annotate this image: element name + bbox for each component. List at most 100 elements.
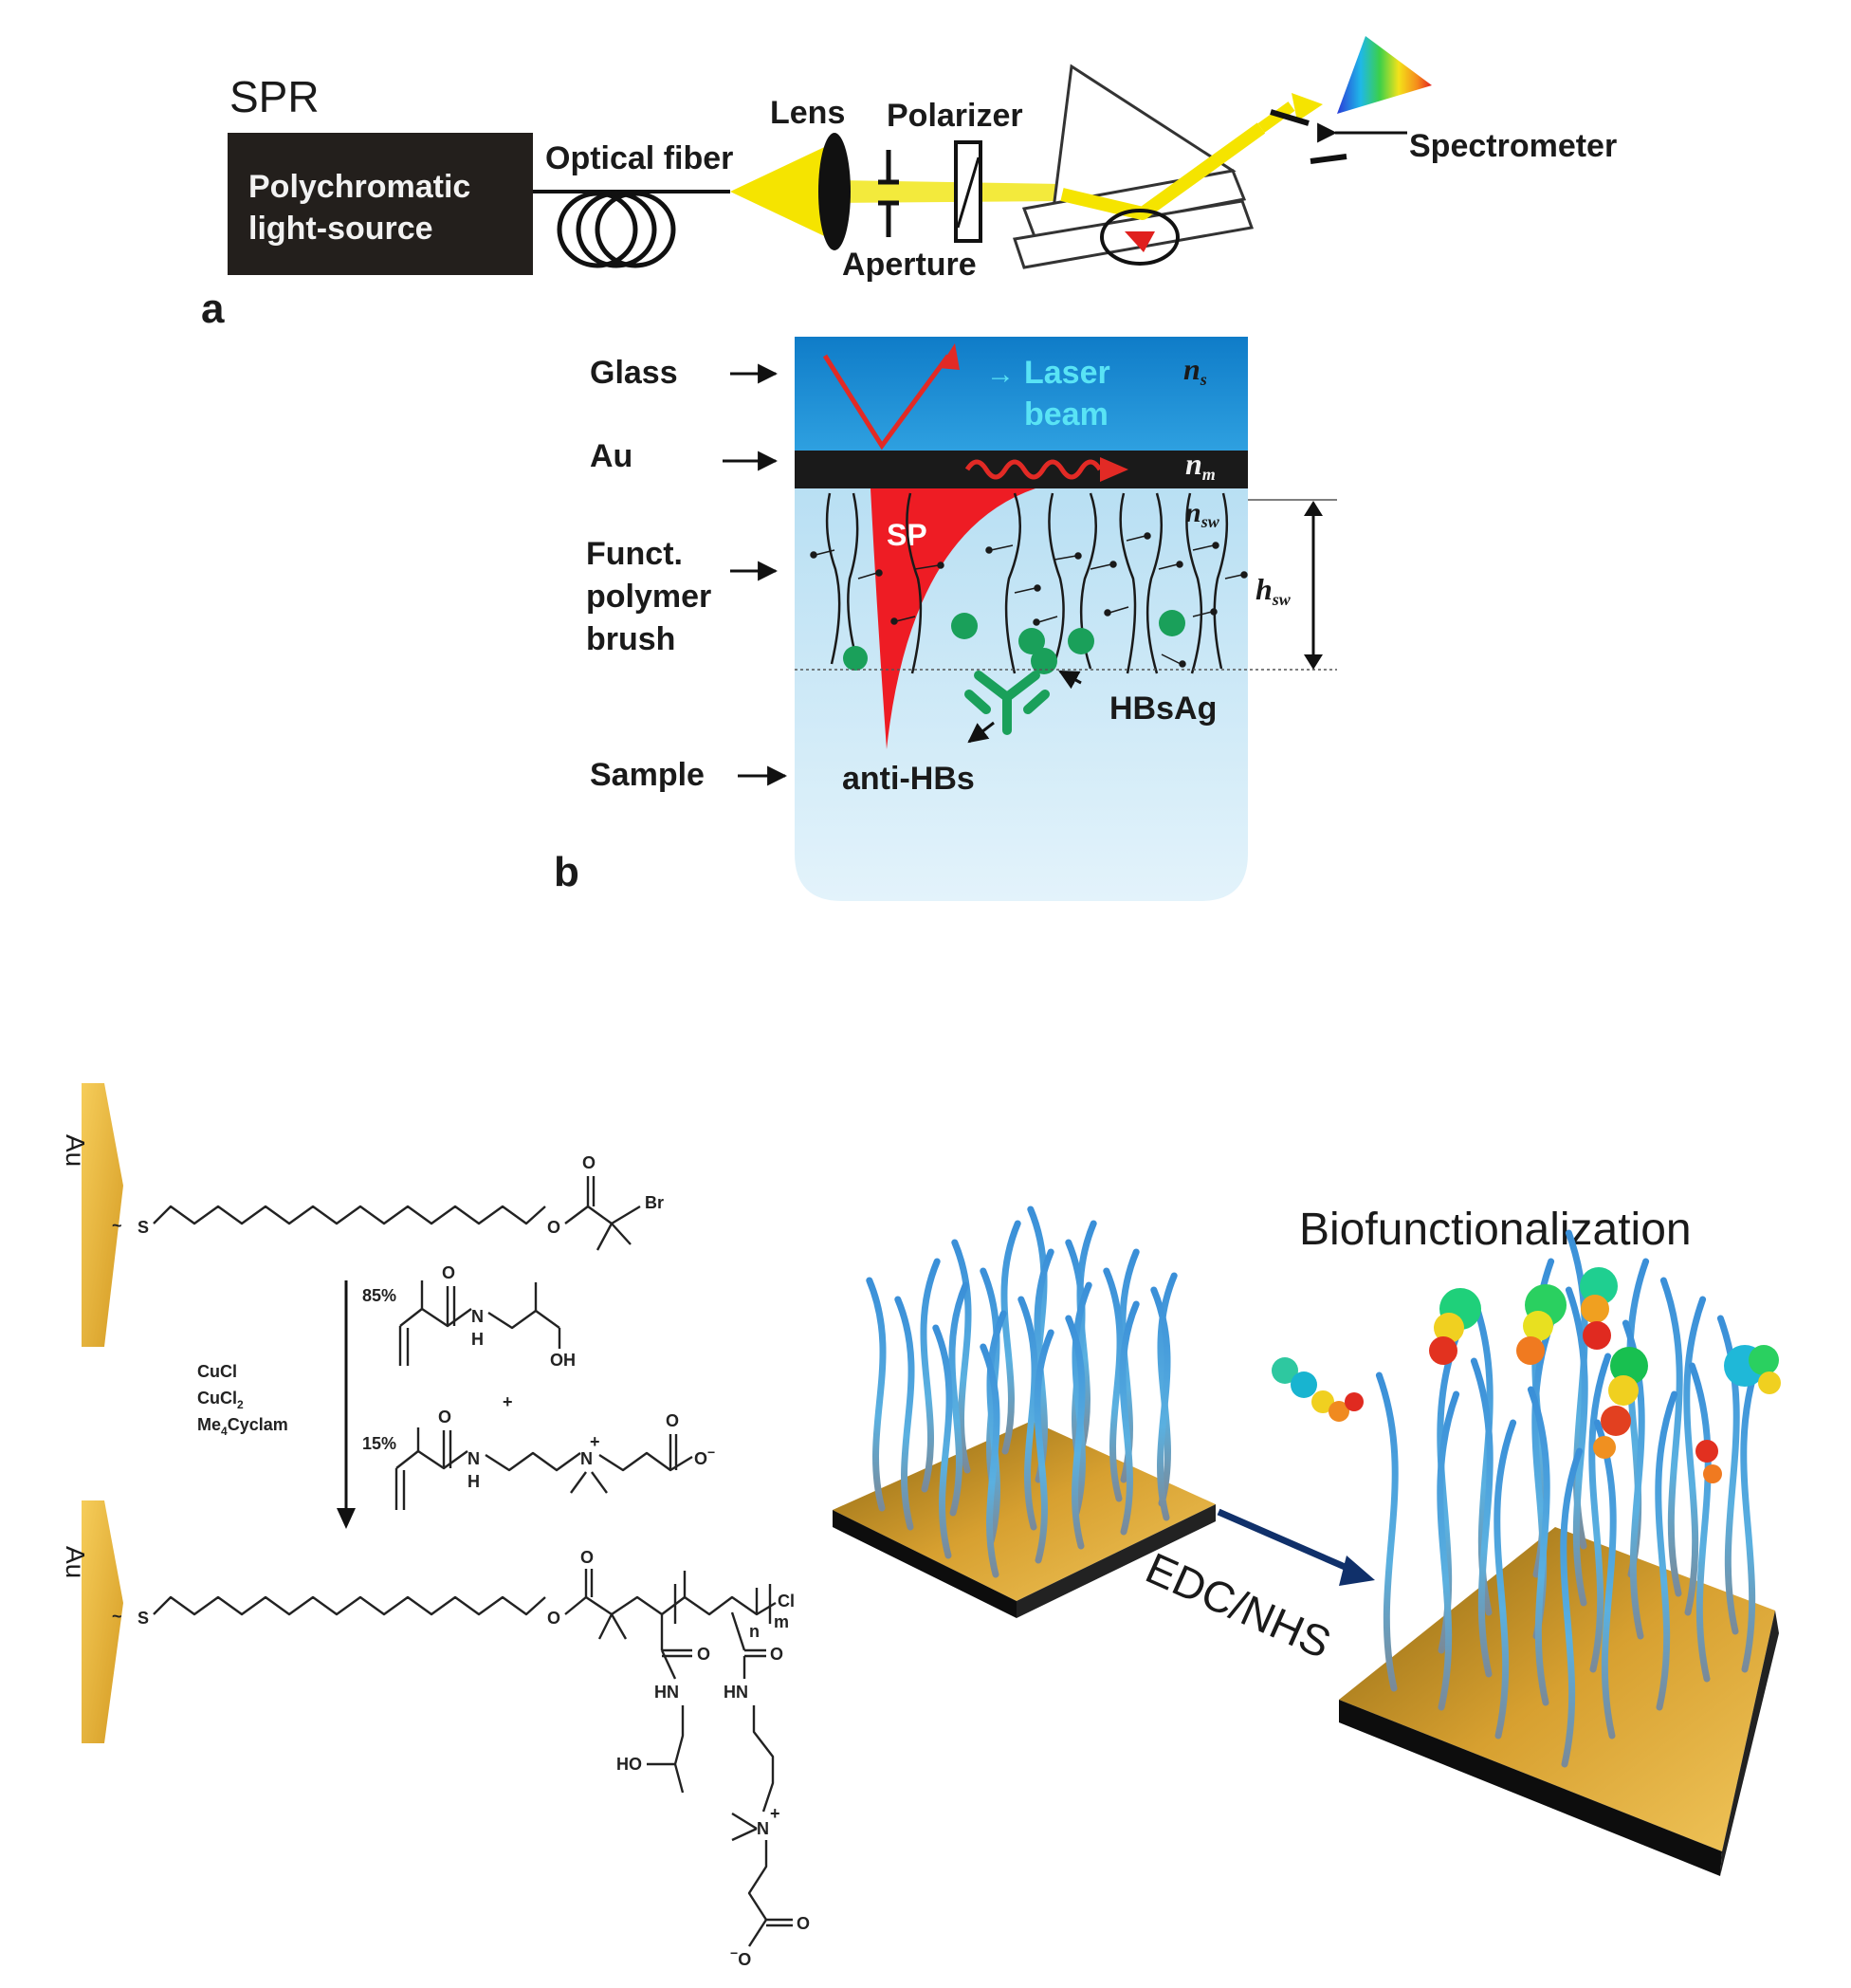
- laser-beam-label-1: Laser: [1024, 355, 1110, 391]
- svg-text:m: m: [774, 1612, 789, 1631]
- light-source-label-line2: light-source: [248, 211, 433, 247]
- biofunctionalization-label: Biofunctionalization: [1299, 1205, 1692, 1255]
- polymer-strand: [1437, 1390, 1460, 1711]
- light-source-label-line1: Polychromatic: [248, 169, 470, 205]
- mirror-2: [1310, 154, 1347, 164]
- svg-text:+: +: [590, 1432, 600, 1451]
- hbsag-particles: [843, 610, 1185, 674]
- svg-text:HO: HO: [616, 1755, 642, 1774]
- polymer-strand: [866, 1277, 887, 1512]
- edc-nhs-label: EDC/NHS: [1139, 1543, 1338, 1668]
- spectrometer-label: Spectrometer: [1409, 128, 1617, 164]
- alkyl-chain-bottom: [153, 1595, 546, 1616]
- brush-strands-right: [1375, 1229, 1764, 1768]
- brush-render-after: [1339, 1229, 1781, 1876]
- panel-b-interface: Laser beam → ns nm SP: [554, 337, 1337, 901]
- spectrometer-icon: [1337, 36, 1432, 114]
- antibody-icon: [964, 671, 1050, 735]
- h-sw-label: hsw: [1255, 572, 1292, 609]
- svg-text:n: n: [749, 1622, 760, 1641]
- catalyst-1: CuCl: [197, 1362, 237, 1381]
- spr-title: SPR: [229, 72, 320, 121]
- svg-text:Cl: Cl: [778, 1592, 795, 1611]
- sp-wave: [964, 459, 1103, 480]
- prism-icon: [1013, 64, 1266, 269]
- laser-path: [822, 354, 951, 451]
- alkyl-chain-top: [153, 1205, 546, 1225]
- svg-text:−O: −O: [730, 1945, 751, 1969]
- fiber-coil-icon: [557, 191, 676, 268]
- brush-label-2: polymer: [586, 579, 711, 615]
- svg-text:~: ~: [112, 1607, 122, 1626]
- polymer-strand: [1593, 1419, 1617, 1740]
- svg-text:HN: HN: [724, 1683, 748, 1702]
- polymer-strand: [1150, 1286, 1171, 1521]
- o-atom-bottom: O: [547, 1609, 560, 1628]
- polymer-strand: [1683, 1296, 1707, 1616]
- polymer-strand: [1565, 1286, 1588, 1607]
- o-atom-top: O: [547, 1218, 560, 1237]
- svg-text:H: H: [467, 1472, 480, 1491]
- svg-text:N: N: [471, 1307, 484, 1326]
- s-atom-top: S: [137, 1218, 149, 1237]
- laser-beam-label-2: beam: [1024, 396, 1109, 433]
- svg-text:O: O: [797, 1914, 810, 1933]
- polymer-strand: [1470, 1357, 1494, 1678]
- svg-text:O: O: [442, 1263, 455, 1282]
- svg-text:O: O: [666, 1411, 679, 1430]
- au-slab-bottom: [82, 1500, 123, 1743]
- panel-a-label: a: [201, 285, 225, 332]
- au-slab-top-label: Au: [61, 1134, 90, 1167]
- svg-text:N: N: [757, 1819, 769, 1838]
- n-sw-label: nsw: [1185, 497, 1220, 531]
- svg-text:→: →: [986, 359, 1015, 390]
- lens-icon: [818, 133, 851, 250]
- svg-text:~: ~: [112, 1216, 122, 1235]
- s-atom-bottom: S: [137, 1609, 149, 1628]
- svg-text:O: O: [438, 1408, 451, 1427]
- brush-render-before: [833, 1206, 1216, 1618]
- monomer-hpma: O N H OH: [398, 1263, 576, 1370]
- polymer-strand: [1659, 1277, 1683, 1597]
- polymer-strand: [980, 1343, 1000, 1578]
- au-label: Au: [590, 438, 632, 474]
- anti-hbs-label: anti-HBs: [842, 761, 975, 797]
- polymer-strand: [932, 1324, 953, 1559]
- brush-strands-left: [866, 1206, 1178, 1578]
- svg-text:HN: HN: [654, 1683, 679, 1702]
- plus-sign: +: [503, 1392, 513, 1411]
- brush-label-3: brush: [586, 621, 675, 657]
- mirror-1: [1270, 109, 1310, 126]
- aperture-icon: [878, 150, 899, 237]
- au-slab-bottom-label: Au: [61, 1546, 90, 1578]
- aperture-label: Aperture: [842, 247, 977, 283]
- polymer-backbone: O n m Cl O HN HO O HN: [564, 1548, 810, 1969]
- polymer-strand: [1494, 1419, 1517, 1740]
- glass-layer: [795, 337, 1248, 451]
- brush-sidegroups: [810, 532, 1248, 668]
- bound-proteins: [1429, 1267, 1781, 1483]
- polymer-strand: [948, 1281, 969, 1517]
- svg-text:O: O: [697, 1645, 710, 1664]
- brush-label-1: Funct.: [586, 536, 683, 572]
- polymer-strand: [894, 1296, 915, 1531]
- n-s-label: ns: [1183, 352, 1207, 389]
- polymer-strand: [1740, 1353, 1764, 1673]
- catalyst-3: Me4Cyclam: [197, 1415, 288, 1438]
- n-m-label: nm: [1185, 447, 1216, 484]
- svg-text:O: O: [770, 1645, 783, 1664]
- panel-b-label: b: [554, 849, 579, 895]
- light-source-box: [228, 133, 533, 275]
- polymer-strand: [1375, 1371, 1399, 1692]
- svg-text:N: N: [467, 1449, 480, 1468]
- polymer-brush: [825, 492, 1229, 674]
- sample-label: Sample: [590, 757, 705, 793]
- polarizer-label: Polarizer: [887, 98, 1023, 134]
- polymer-strand: [1065, 1315, 1086, 1550]
- polymer-strand: [1688, 1362, 1712, 1683]
- au-layer: [795, 451, 1248, 488]
- polymer-strand: [1588, 1353, 1612, 1673]
- polymer-strand: [951, 1239, 972, 1474]
- polymer-strand: [1017, 1296, 1038, 1531]
